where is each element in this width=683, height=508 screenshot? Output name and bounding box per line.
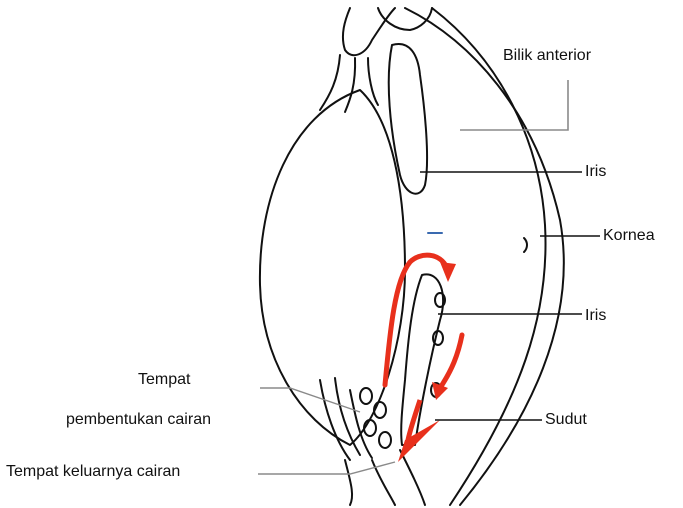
label-outflow: Tempat keluarnya cairan	[6, 462, 180, 481]
label-anterior-chamber: Bilik anterior	[503, 46, 591, 65]
sclera-upper	[343, 8, 395, 55]
label-formation-line2: pembentukan cairan	[66, 410, 211, 429]
leader-formation	[260, 388, 360, 412]
cornea-inner	[432, 8, 546, 505]
flow-arrow-up	[385, 255, 447, 385]
label-angle: Sudut	[545, 410, 587, 429]
iris-upper-shape	[389, 44, 427, 194]
label-cornea: Kornea	[603, 226, 655, 245]
flow-arrow-down	[440, 335, 462, 388]
label-iris-lower: Iris	[585, 306, 606, 325]
flow-arrow-up-head	[440, 262, 456, 282]
angle-arrow-head	[398, 420, 440, 462]
leader-anterior-chamber	[460, 80, 568, 130]
label-formation-line1: Tempat	[138, 370, 190, 389]
label-iris-upper: Iris	[585, 162, 606, 181]
lens	[260, 90, 405, 445]
